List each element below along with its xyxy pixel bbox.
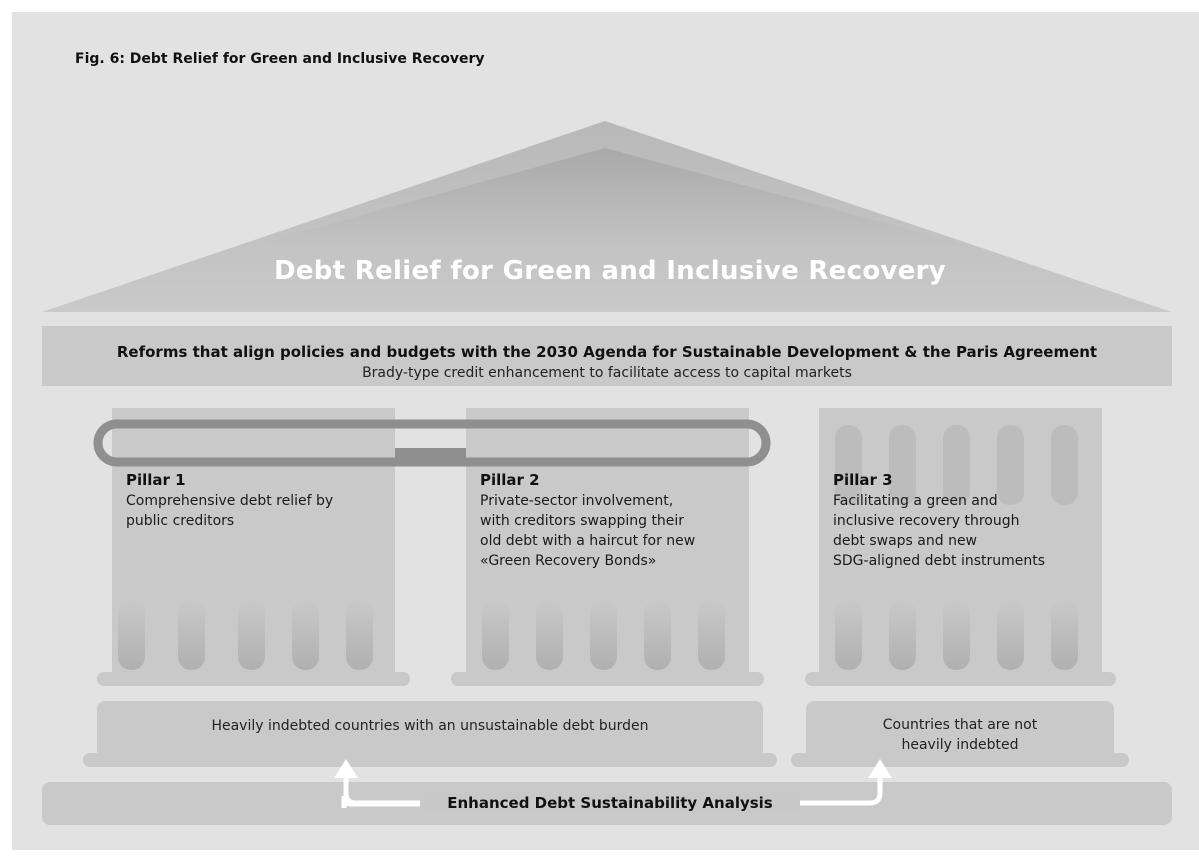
pillar-3-text: Pillar 3 Facilitating a green and inclus… [833,470,1078,571]
arrow-to-left-base-icon [334,759,425,806]
pillar-2-line: with creditors swapping their [480,513,685,529]
figure-title: Fig. 6: Debt Relief for Green and Inclus… [75,51,485,67]
pillar-1-shape [97,408,410,686]
beam-reforms-text: Reforms that align policies and budgets … [116,343,1098,361]
pillar-1-line: public creditors [126,513,235,529]
pillar-2-text: Pillar 2 Private-sector involvement, wit… [480,470,725,571]
pillar-2-title: Pillar 2 [480,471,540,489]
roof [42,121,1172,312]
beam-credit-text: Brady-type credit enhancement to facilit… [362,365,852,381]
arrow-to-right-base-icon [790,759,892,806]
pillar-3-line: Facilitating a green and [833,493,998,509]
right-base-line: Countries that are not [882,717,1038,733]
right-base-text: Countries that are not heavily indebted [806,715,1114,755]
pillar-2-line: «Green Recovery Bonds» [480,553,657,569]
roof-title: Debt Relief for Green and Inclusive Reco… [273,256,947,286]
right-base-line: heavily indebted [901,737,1019,753]
pillar-3-shape [805,408,1116,686]
left-base-shape [83,701,777,767]
pillar-3-line: debt swaps and new [833,533,978,549]
beam [42,326,1172,386]
foundation-label: Enhanced Debt Sustainability Analysis [420,794,800,812]
connecting-band [93,419,771,467]
pillar-3-title: Pillar 3 [833,471,893,489]
pillar-2-line: Private-sector involvement, [480,493,674,509]
pillar-2-shape [451,408,764,686]
pillar-1-line: Comprehensive debt relief by [126,493,334,509]
right-base-shape [791,701,1129,767]
pillar-2-line: old debt with a haircut for new [480,533,696,549]
pillar-3-line: inclusive recovery through [833,513,1020,529]
pillar-1-title: Pillar 1 [126,471,186,489]
pillar-1-text: Pillar 1 Comprehensive debt relief by pu… [126,470,371,531]
left-base-text: Heavily indebted countries with an unsus… [211,718,649,734]
pillar-3-line: SDG-aligned debt instruments [833,553,1046,569]
